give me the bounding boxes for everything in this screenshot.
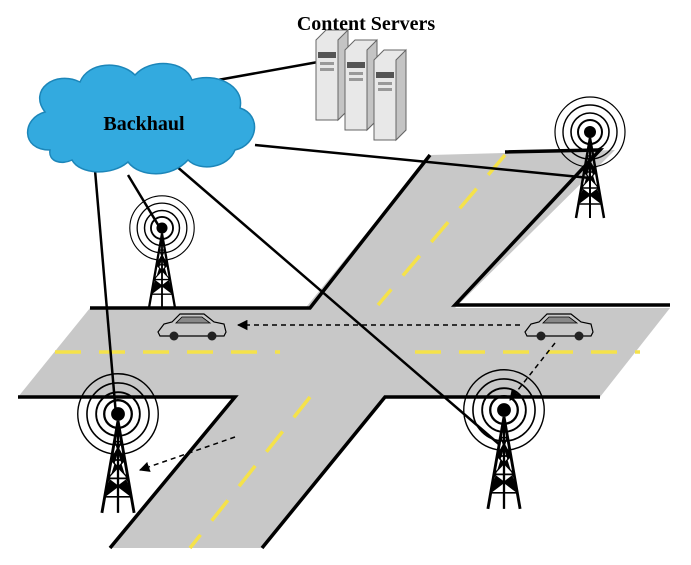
road-edge-top-right <box>450 148 670 307</box>
lane-marking-diagonal-top <box>376 153 507 307</box>
backhaul-label: Backhaul <box>103 113 185 135</box>
road-edge-bottom-right <box>260 395 600 550</box>
cloud-icon <box>26 62 256 175</box>
lane-marking-diagonal-bottom <box>188 395 312 550</box>
road-edge-bottom-left <box>18 395 239 550</box>
link-backhaul-tower-bottom-right <box>174 164 501 446</box>
content-servers-label: Content Servers <box>297 13 436 35</box>
road-edge-top-left <box>90 153 432 310</box>
server-icon <box>315 29 407 141</box>
v2i-arrow <box>509 342 556 401</box>
i2v-arrow <box>139 436 236 472</box>
link-backhaul-tower-top-right <box>254 143 591 180</box>
cell-tower-icon <box>553 95 627 220</box>
diagonal-road <box>110 150 615 548</box>
cell-tower-icon <box>128 194 196 309</box>
